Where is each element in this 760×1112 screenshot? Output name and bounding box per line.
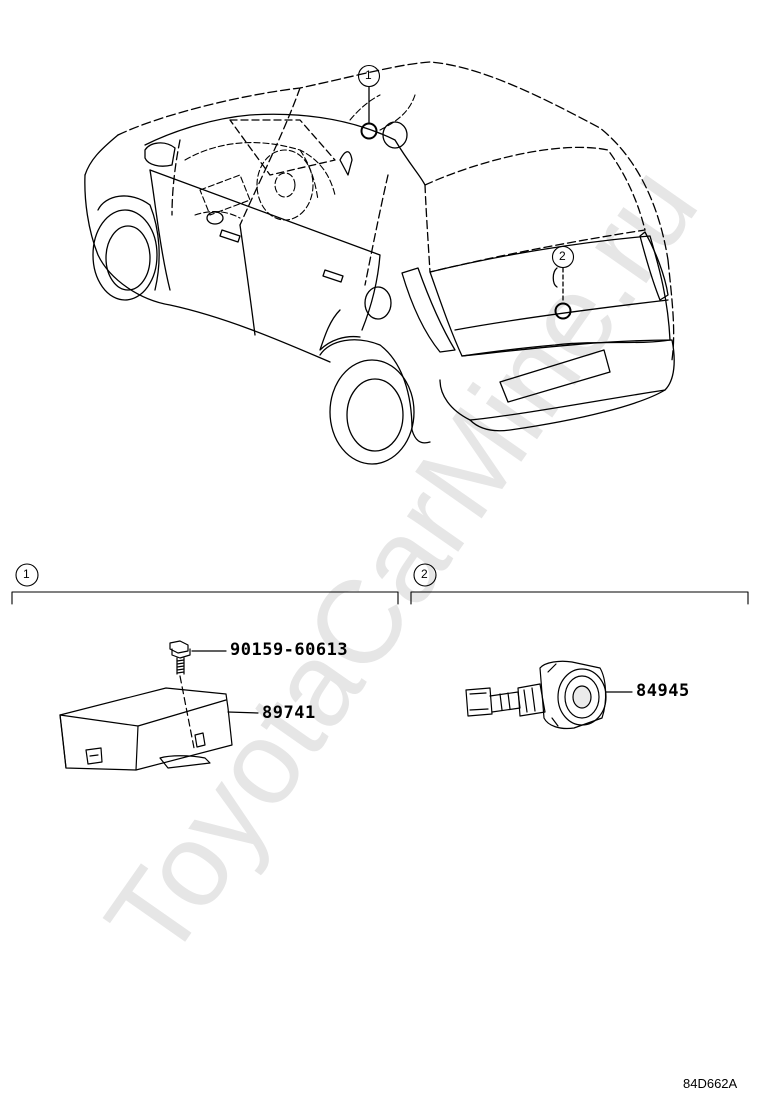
figure-code: 84D662A bbox=[683, 1076, 738, 1091]
section-1-label: 1 bbox=[23, 567, 30, 581]
section-1-frame bbox=[11, 563, 399, 605]
part-number-ecu: 89741 bbox=[262, 703, 316, 723]
part-number-switch: 84945 bbox=[636, 681, 690, 701]
section-2-frame bbox=[410, 563, 749, 605]
car-illustration bbox=[84, 61, 675, 465]
car-callout-2-label: 2 bbox=[559, 249, 566, 263]
car-callout-1-label: 1 bbox=[365, 68, 372, 82]
ecu-drawing bbox=[59, 687, 259, 771]
switch-drawing bbox=[465, 660, 633, 730]
bolt-drawing bbox=[169, 640, 227, 749]
part-number-bolt: 90159-60613 bbox=[230, 640, 349, 660]
section-2-label: 2 bbox=[421, 567, 428, 581]
